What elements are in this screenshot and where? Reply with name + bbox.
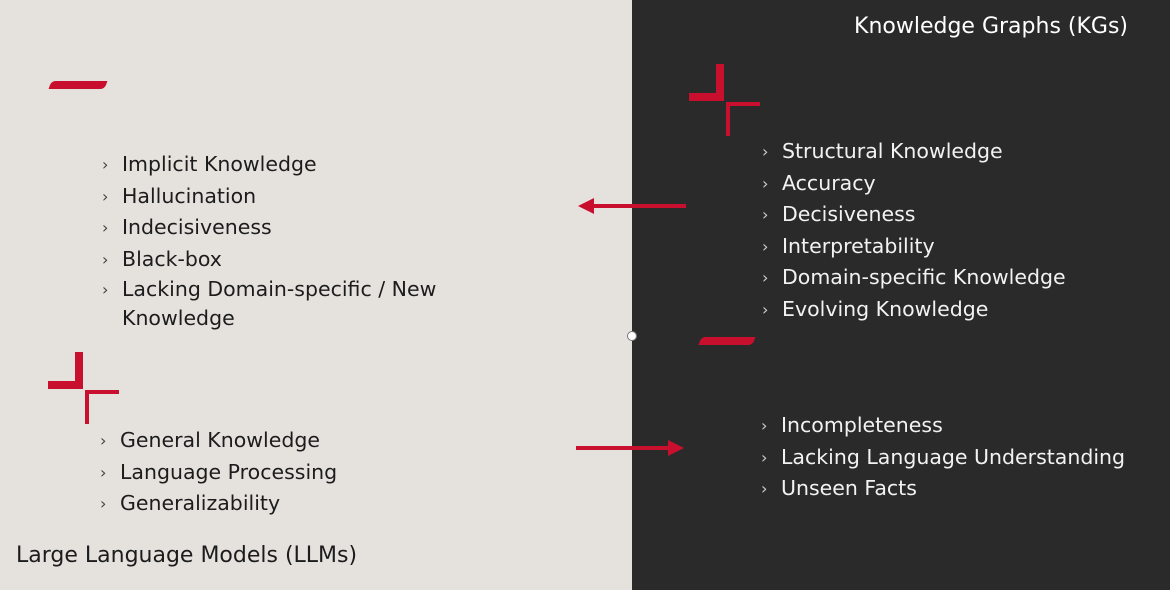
list-item: › Implicit Knowledge	[102, 149, 502, 181]
list-item-label: Language Processing	[120, 459, 338, 484]
chevron-right-icon: ›	[100, 431, 107, 450]
list-item: › Incompleteness	[761, 410, 1161, 442]
list-item: › Structural Knowledge	[762, 136, 1142, 168]
list-item-label: Accuracy	[782, 170, 876, 195]
kg-weaknesses-list: › Incompleteness › Lacking Language Unders…	[761, 410, 1161, 505]
chevron-right-icon: ›	[762, 268, 769, 287]
llm-title: Large Language Models (LLMs)	[16, 543, 358, 568]
list-item: › Generalizability	[100, 488, 420, 520]
list-item: › Hallucination	[102, 181, 502, 213]
list-item-label: Incompleteness	[781, 413, 943, 437]
list-item-label: Implicit Knowledge	[122, 152, 317, 176]
chevron-right-icon: ›	[102, 249, 109, 269]
list-item-label: Black-box	[122, 246, 222, 271]
arrow-left-icon	[578, 198, 686, 214]
list-item: › Language Processing	[100, 457, 420, 489]
chevron-right-icon: ›	[762, 236, 769, 256]
list-item: › Lacking Domain-specific / New Knowledge	[102, 275, 502, 333]
chevron-right-icon: ›	[102, 218, 109, 237]
list-item-label: Generalizability	[120, 491, 281, 515]
llm-strengths-list: ›General Knowledge ›Language Processing …	[100, 425, 420, 520]
accent-bar-icon	[698, 337, 756, 345]
list-item-label: Domain-specific Knowledge	[782, 265, 1066, 289]
chevron-right-icon: ›	[102, 186, 109, 206]
chevron-right-icon: ›	[762, 173, 769, 193]
list-item-label: Indecisiveness	[122, 215, 272, 239]
list-item: › General Knowledge	[100, 425, 420, 457]
list-item-label: Evolving Knowledge	[782, 296, 989, 321]
list-item-label: Decisiveness	[782, 202, 916, 226]
list-item: › Interpretability	[762, 231, 1142, 263]
list-item: › Unseen Facts	[761, 473, 1161, 505]
list-item-label: Lacking Language Understanding	[781, 444, 1126, 469]
accent-bar-icon	[48, 81, 108, 89]
list-item-label: Lacking Domain-specific / New Knowledge	[122, 277, 437, 330]
corner-bracket-icon	[48, 352, 119, 424]
list-item: › Evolving Knowledge	[762, 294, 1142, 326]
chevron-right-icon: ›	[100, 462, 107, 482]
list-item: › Black-box	[102, 244, 502, 276]
llm-weaknesses-list: › Implicit Knowledge › Hallucination › Inde…	[102, 149, 502, 333]
list-item: › Accuracy	[762, 168, 1142, 200]
chevron-right-icon: ›	[761, 416, 768, 435]
list-item-label: Unseen Facts	[781, 476, 917, 500]
list-item-label: Hallucination	[122, 183, 257, 208]
chevron-right-icon: ›	[762, 299, 769, 319]
slider-handle[interactable]	[627, 331, 637, 341]
llm-panel	[0, 0, 632, 590]
chevron-right-icon: ›	[762, 142, 769, 161]
list-item: › Decisiveness	[762, 199, 1142, 231]
kg-title: Knowledge Graphs (KGs)	[854, 14, 1128, 39]
list-item: › Lacking Language Understanding	[761, 442, 1161, 474]
list-item: › Indecisiveness	[102, 212, 502, 244]
chevron-right-icon: ›	[102, 280, 109, 299]
corner-bracket-icon	[689, 64, 760, 136]
chevron-right-icon: ›	[761, 479, 768, 498]
list-item-label: General Knowledge	[120, 428, 320, 452]
chevron-right-icon: ›	[762, 205, 769, 224]
kg-strengths-list: › Structural Knowledge › Accuracy › Decisiv…	[762, 136, 1142, 325]
chevron-right-icon: ›	[102, 155, 109, 174]
list-item: › Domain-specific Knowledge	[762, 262, 1142, 294]
chevron-right-icon: ›	[100, 494, 107, 513]
list-item-label: Structural Knowledge	[782, 139, 1003, 163]
arrow-right-icon	[576, 440, 684, 456]
chevron-right-icon: ›	[761, 447, 768, 467]
list-item-label: Interpretability	[782, 233, 935, 258]
